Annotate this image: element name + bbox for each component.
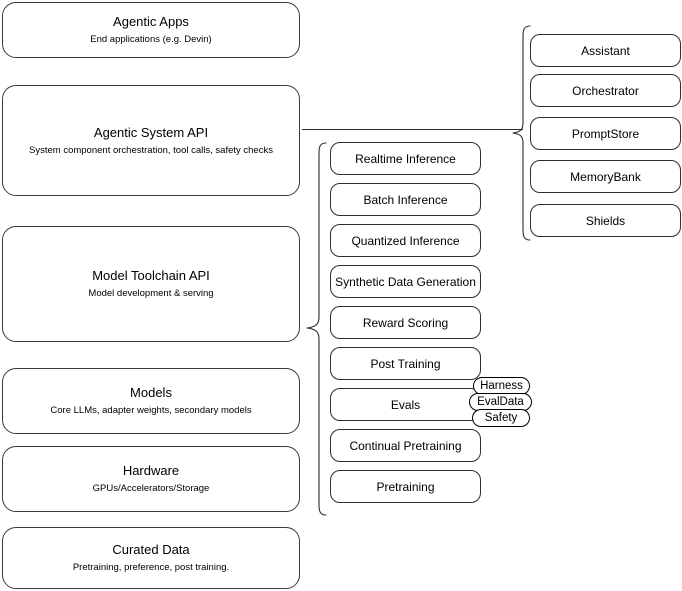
- system-component-label: Shields: [585, 213, 626, 228]
- system-component-label: PromptStore: [571, 126, 640, 141]
- layer-subtitle: GPUs/Accelerators/Storage: [92, 483, 210, 494]
- toolchain-label: Realtime Inference: [355, 151, 456, 166]
- layer-box-agentic-system-api[interactable]: Agentic System API System component orch…: [2, 85, 300, 196]
- brace-agentic-system-components: [512, 25, 531, 241]
- toolchain-label: Post Training: [370, 356, 441, 371]
- layer-subtitle: Core LLMs, adapter weights, secondary mo…: [50, 405, 252, 416]
- toolchain-box-continual-pretraining[interactable]: Continual Pretraining: [330, 429, 481, 462]
- layer-subtitle: Model development & serving: [88, 288, 214, 299]
- system-component-box-shields[interactable]: Shields: [530, 204, 681, 237]
- eval-tag-label: Harness: [480, 380, 523, 392]
- toolchain-box-reward-scoring[interactable]: Reward Scoring: [330, 306, 481, 339]
- system-component-label: Assistant: [581, 43, 630, 58]
- system-component-label: Orchestrator: [572, 83, 639, 98]
- layer-title: Agentic Apps: [113, 14, 189, 29]
- toolchain-box-pretraining[interactable]: Pretraining: [330, 470, 481, 503]
- connector-agentic-system-api-to-components: [302, 129, 523, 130]
- system-component-box-memorybank[interactable]: MemoryBank: [530, 160, 681, 193]
- toolchain-label: Reward Scoring: [362, 315, 449, 330]
- toolchain-label: Continual Pretraining: [349, 438, 462, 453]
- toolchain-label: Evals: [390, 397, 421, 412]
- layer-box-hardware[interactable]: Hardware GPUs/Accelerators/Storage: [2, 446, 300, 512]
- layer-title: Agentic System API: [93, 124, 209, 140]
- brace-model-toolchain: [306, 142, 327, 516]
- system-component-label: MemoryBank: [570, 169, 641, 184]
- toolchain-label: Synthetic Data Generation: [335, 274, 476, 289]
- layer-subtitle: System component orchestration, tool cal…: [29, 144, 273, 156]
- system-component-box-assistant[interactable]: Assistant: [530, 34, 681, 67]
- layer-box-models[interactable]: Models Core LLMs, adapter weights, secon…: [2, 368, 300, 434]
- layer-subtitle: End applications (e.g. Devin): [90, 34, 212, 45]
- layer-title: Hardware: [122, 463, 180, 478]
- toolchain-box-synthetic-data-generation[interactable]: Synthetic Data Generation: [330, 265, 481, 298]
- toolchain-label: Pretraining: [376, 479, 435, 494]
- toolchain-box-quantized-inference[interactable]: Quantized Inference: [330, 224, 481, 257]
- layer-subtitle: Pretraining, preference, post training.: [72, 562, 230, 573]
- layer-title: Curated Data: [112, 542, 190, 557]
- system-component-box-promptstore[interactable]: PromptStore: [530, 117, 681, 150]
- toolchain-label: Quantized Inference: [351, 233, 460, 248]
- system-component-box-orchestrator[interactable]: Orchestrator: [530, 74, 681, 107]
- toolchain-label: Batch Inference: [363, 192, 448, 207]
- toolchain-box-post-training[interactable]: Post Training: [330, 347, 481, 380]
- eval-tag-evaldata[interactable]: EvalData: [469, 393, 532, 411]
- toolchain-box-batch-inference[interactable]: Batch Inference: [330, 183, 481, 216]
- eval-tag-safety[interactable]: Safety: [472, 409, 530, 427]
- layer-box-agentic-apps[interactable]: Agentic Apps End applications (e.g. Devi…: [2, 2, 300, 58]
- layer-title: Models: [130, 385, 172, 400]
- layer-box-model-toolchain-api[interactable]: Model Toolchain API Model development & …: [2, 226, 300, 342]
- layer-title: Model Toolchain API: [92, 268, 210, 283]
- toolchain-box-realtime-inference[interactable]: Realtime Inference: [330, 142, 481, 175]
- toolchain-box-evals[interactable]: Evals: [330, 388, 481, 421]
- layer-box-curated-data[interactable]: Curated Data Pretraining, preference, po…: [2, 527, 300, 589]
- eval-tag-label: Safety: [484, 412, 518, 424]
- eval-tag-label: EvalData: [477, 396, 524, 408]
